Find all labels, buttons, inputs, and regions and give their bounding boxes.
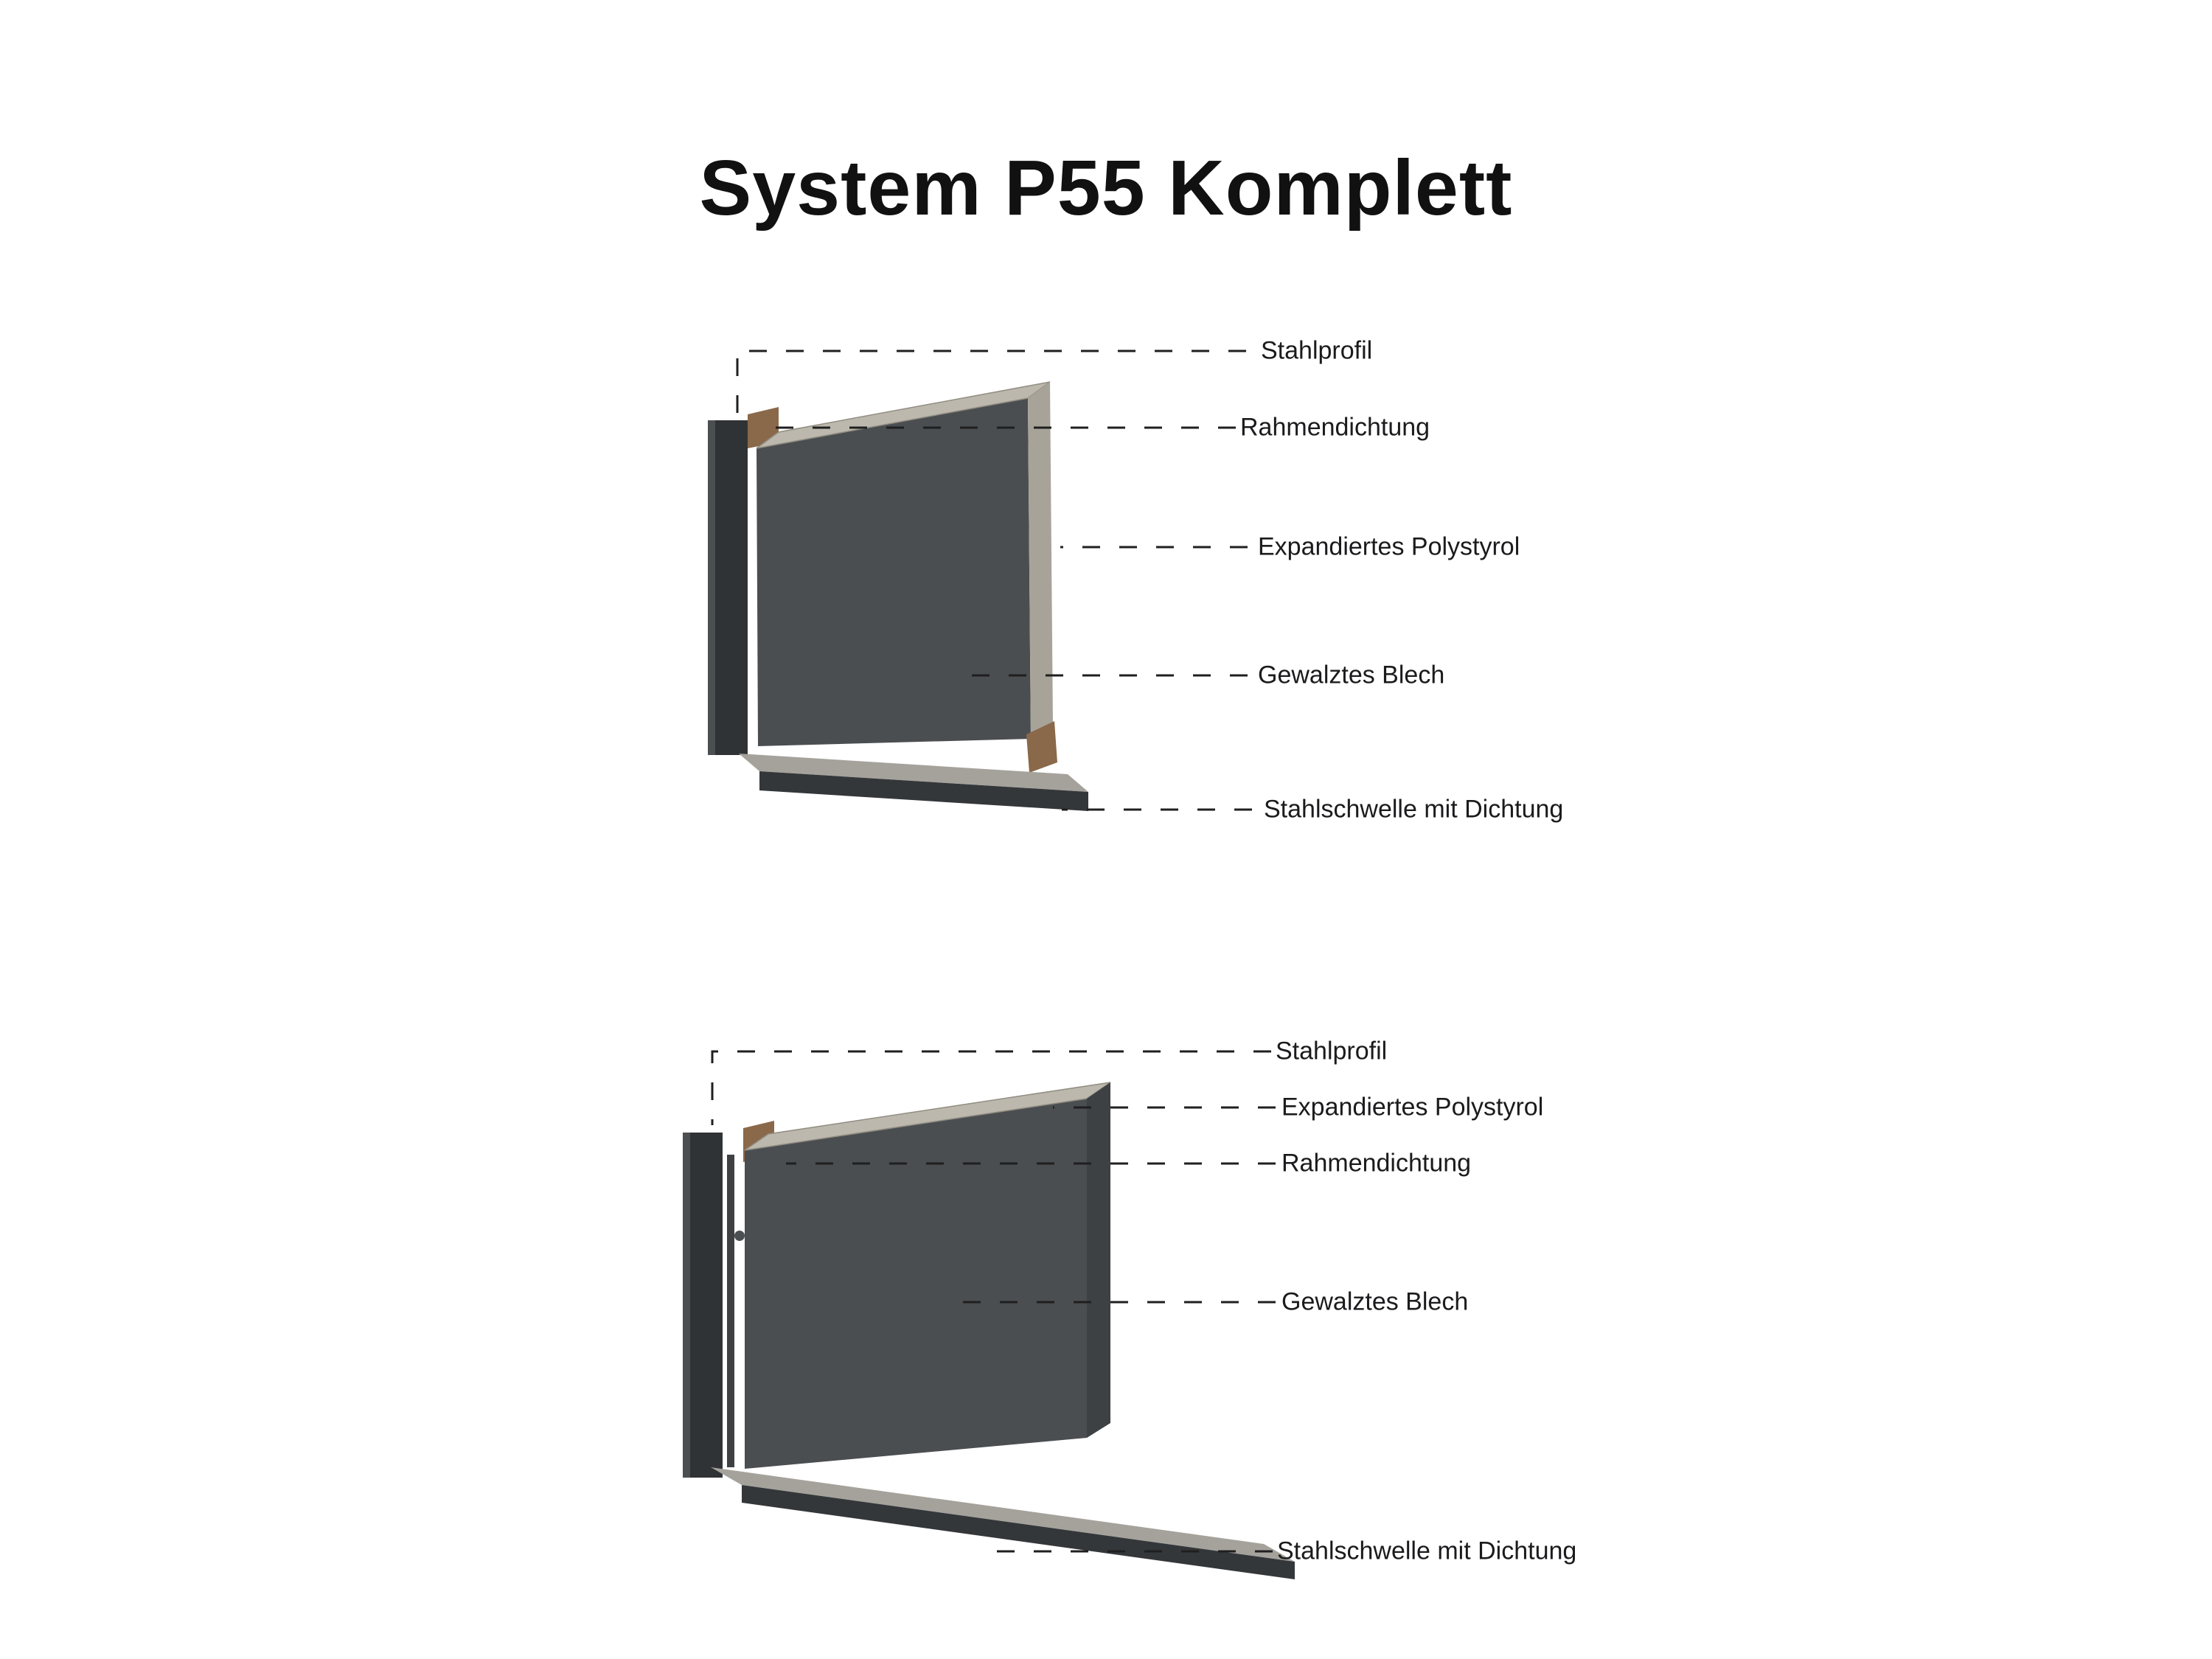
leader-stahlprofil-bottom bbox=[711, 1050, 1271, 1125]
panel-front-face bbox=[757, 398, 1031, 746]
label-schwelle-top: Stahlschwelle mit Dichtung bbox=[1264, 795, 1564, 824]
eps-right-edge bbox=[1028, 382, 1053, 739]
label-schwelle-bottom: Stahlschwelle mit Dichtung bbox=[1277, 1537, 1577, 1565]
frame-gasket-strip bbox=[727, 1155, 734, 1467]
label-blech-bottom: Gewalztes Blech bbox=[1281, 1287, 1469, 1316]
sill-front-face-2 bbox=[742, 1485, 1295, 1579]
panel-right-edge-2 bbox=[1087, 1082, 1110, 1438]
sill-front-face bbox=[759, 771, 1088, 811]
wood-block-bottom-right bbox=[1026, 721, 1057, 773]
diagram-top-panel bbox=[708, 381, 1088, 811]
label-stahlprofil-bottom: Stahlprofil bbox=[1276, 1037, 1388, 1065]
label-polystyrol-bottom: Expandiertes Polystyrol bbox=[1281, 1093, 1544, 1121]
diagram-bottom-panel bbox=[683, 1082, 1295, 1579]
diagram-bottom-leaders bbox=[711, 1050, 1276, 1553]
sill-top-face-2 bbox=[711, 1467, 1295, 1562]
label-stahlprofil-top: Stahlprofil bbox=[1261, 336, 1373, 365]
steel-profile-highlight bbox=[708, 420, 715, 755]
label-rahmendichtung-top: Rahmendichtung bbox=[1240, 413, 1430, 442]
sill-top-face bbox=[739, 754, 1088, 792]
label-polystyrol-top: Expandiertes Polystyrol bbox=[1258, 532, 1520, 561]
page-title: System P55 Komplett bbox=[699, 145, 1513, 232]
diagram-top-leaders bbox=[736, 349, 1252, 811]
label-rahmendichtung-bottom: Rahmendichtung bbox=[1281, 1149, 1472, 1178]
hinge-dot bbox=[734, 1231, 745, 1241]
steel-profile-highlight-2 bbox=[683, 1133, 690, 1478]
label-blech-top: Gewalztes Blech bbox=[1258, 661, 1445, 689]
panel-front-face-2 bbox=[745, 1099, 1087, 1469]
